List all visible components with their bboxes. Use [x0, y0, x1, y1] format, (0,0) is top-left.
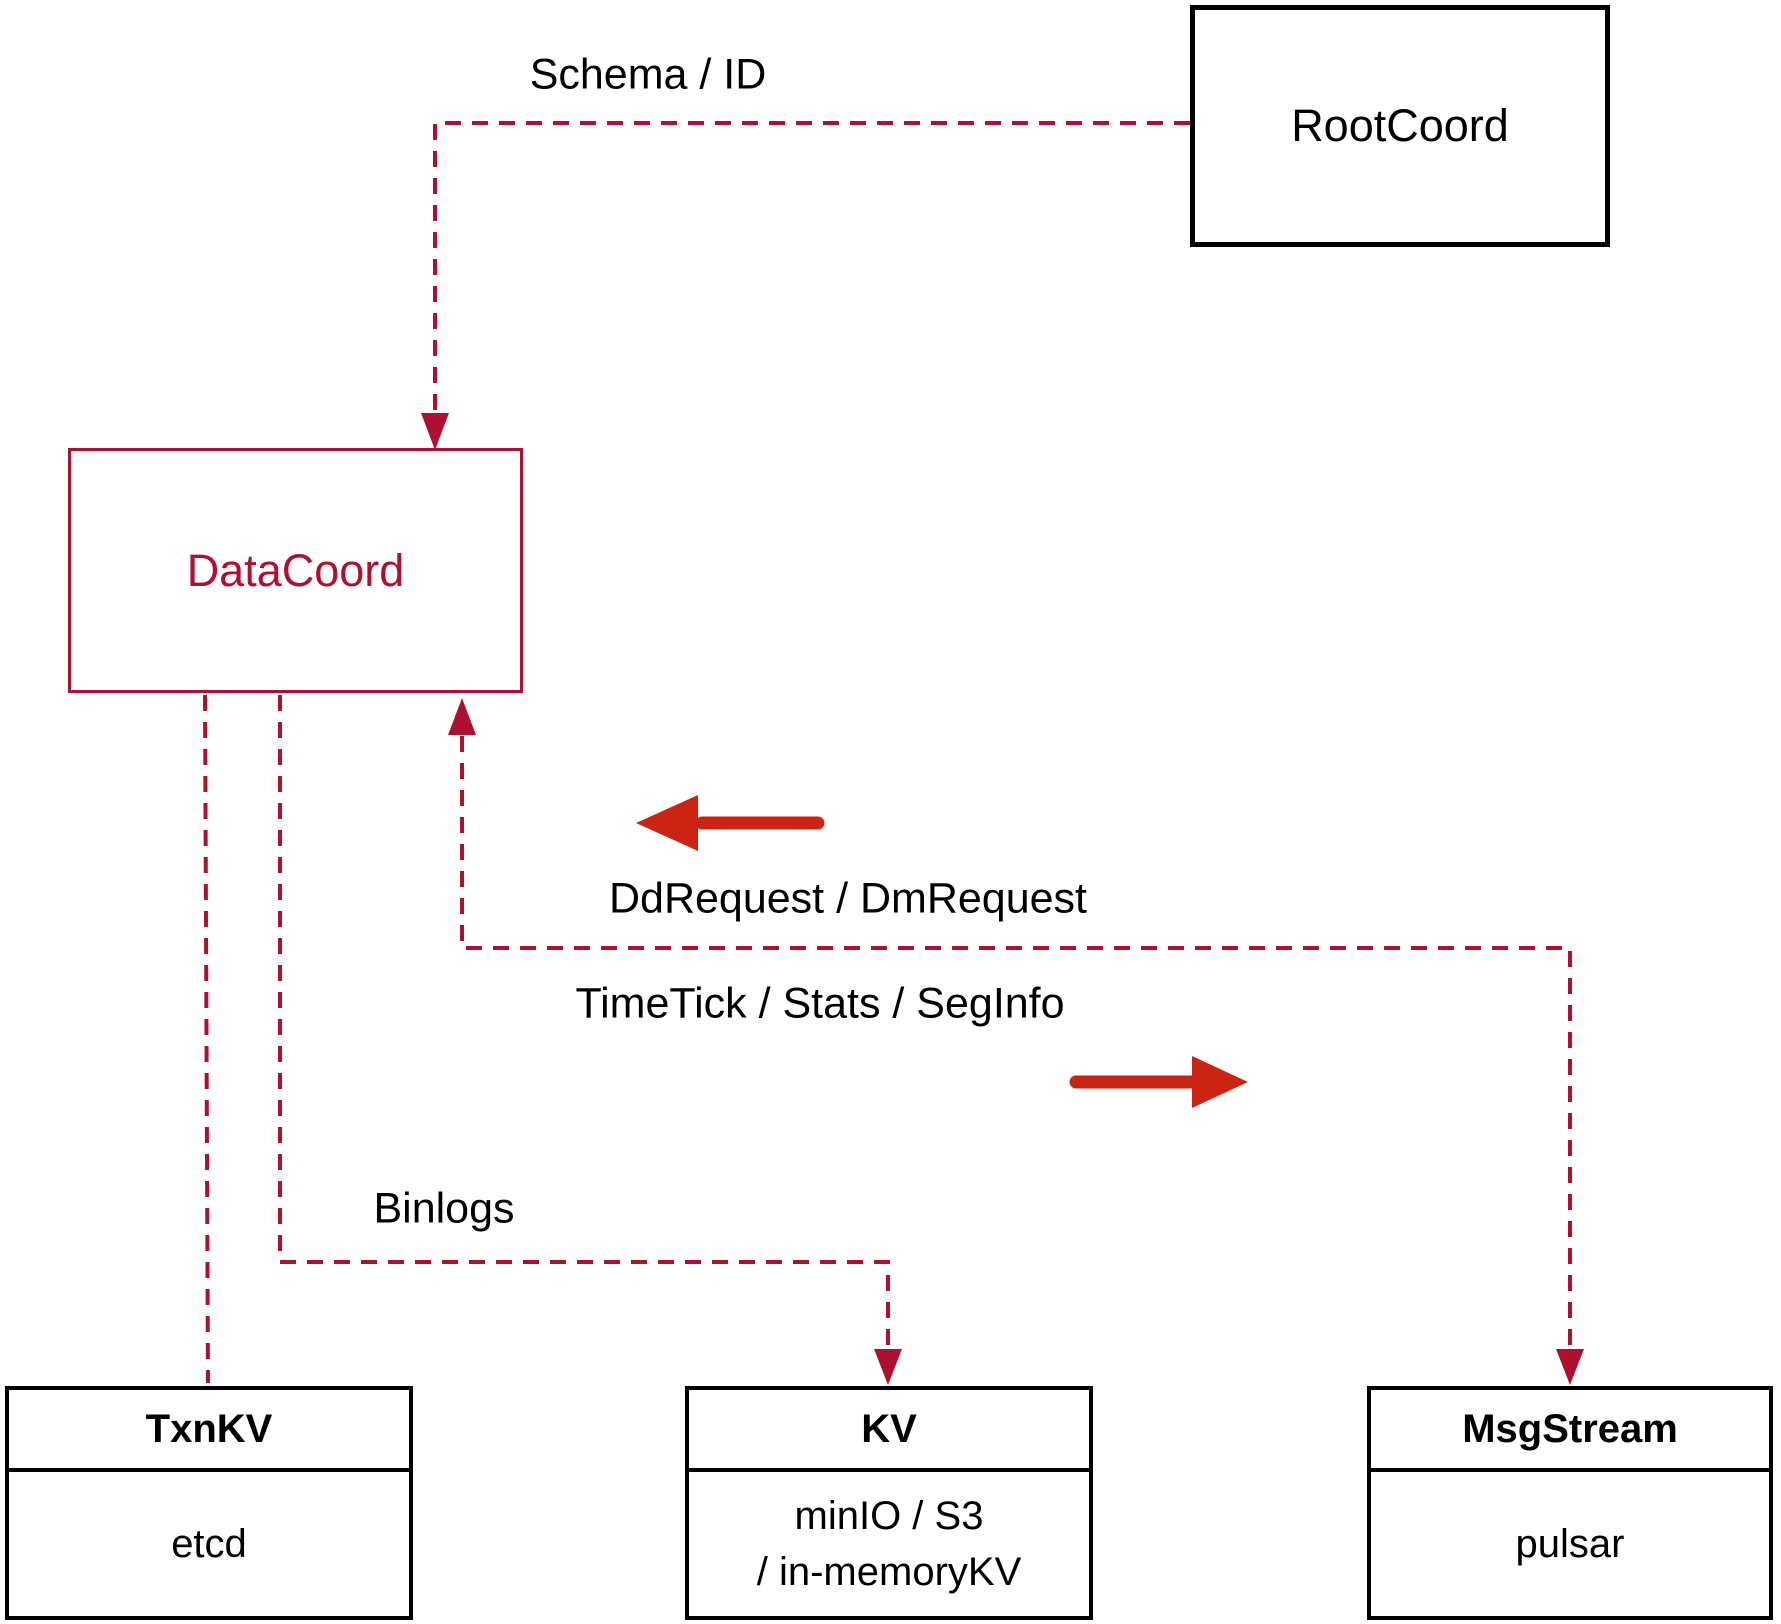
kv-body-line1: minIO / S3 [794, 1494, 984, 1538]
node-kv: KV minIO / S3 / in-memoryKV [685, 1386, 1093, 1620]
schema-id-connector [433, 121, 1190, 414]
kv-body: minIO / S3 / in-memoryKV [689, 1472, 1089, 1616]
msgstream-exchange-connector [460, 736, 1572, 1348]
timetick-direction-arrow-icon [1069, 1056, 1248, 1108]
node-txnkv: TxnKV etcd [5, 1386, 413, 1620]
txnkv-title: TxnKV [9, 1390, 409, 1472]
kv-body-line2: / in-memoryKV [756, 1550, 1022, 1594]
schema-id-arrowhead [421, 413, 449, 450]
binlogs-label: Binlogs [373, 1184, 515, 1233]
node-datacoord: DataCoord [68, 448, 523, 693]
kv-title: KV [689, 1390, 1089, 1472]
msgstream-title: MsgStream [1371, 1390, 1769, 1472]
txnkv-body: etcd [171, 1522, 247, 1566]
binlogs-connector [278, 695, 890, 1348]
schema-id-label: Schema / ID [529, 50, 767, 99]
timetick-label: TimeTick / Stats / SegInfo [575, 979, 1065, 1028]
datacoord-label: DataCoord [186, 544, 405, 596]
rootcoord-label: RootCoord [1291, 100, 1509, 151]
node-msgstream: MsgStream pulsar [1367, 1386, 1773, 1620]
binlogs-arrowhead [874, 1349, 902, 1385]
ddrequest-direction-arrow-icon [636, 795, 825, 851]
msgstream-body: pulsar [1515, 1522, 1625, 1566]
datacoord-up-arrowhead [448, 698, 476, 735]
ddrequest-label: DdRequest / DmRequest [609, 874, 1087, 923]
txnkv-connector [203, 694, 210, 1384]
node-rootcoord: RootCoord [1190, 5, 1610, 247]
msgstream-down-arrowhead [1556, 1349, 1584, 1385]
